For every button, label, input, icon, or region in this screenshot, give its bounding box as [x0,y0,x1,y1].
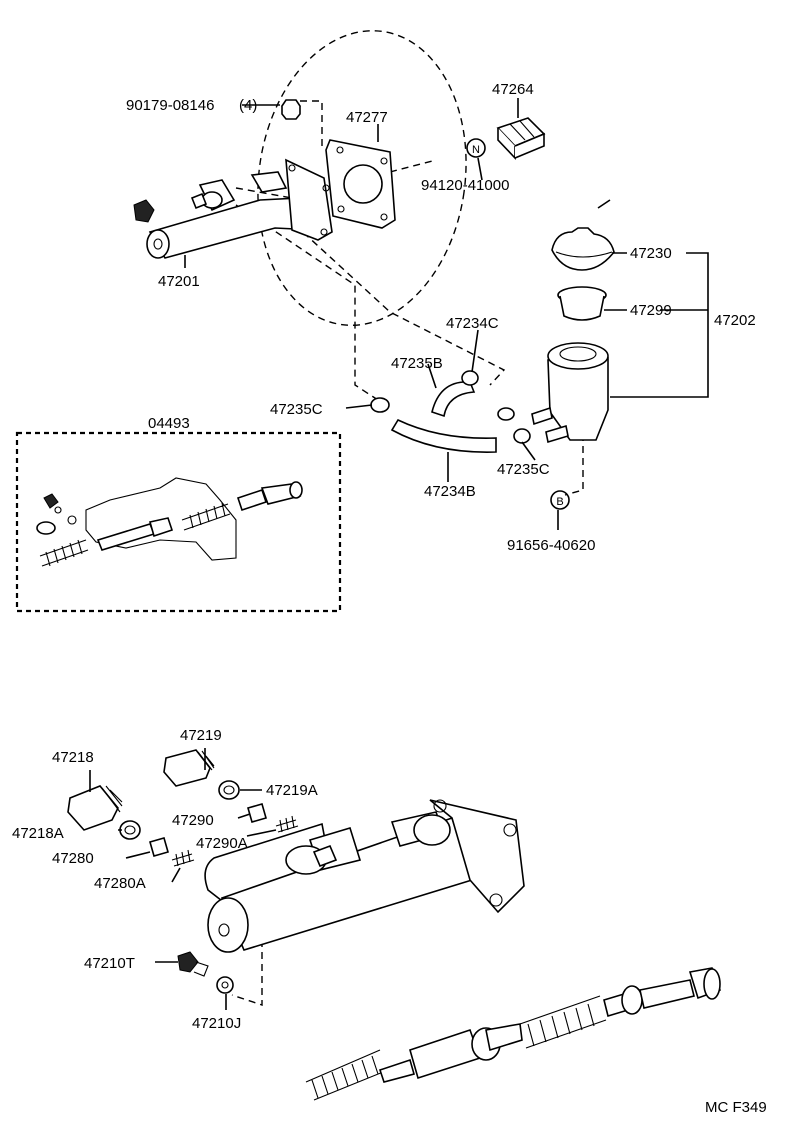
label-47201: 47201 [158,273,200,290]
label-47290A: 47290A [196,835,248,852]
figure-code: MC F349 [705,1099,767,1116]
label-90179-qty: (4) [239,97,257,114]
label-47235C-left: 47235C [270,401,323,418]
short-leaders [184,98,627,530]
label-47235C-right: 47235C [497,461,550,478]
washers [119,780,240,994]
clip-47264-part [496,117,546,161]
label-91656: 91656-40620 [507,537,595,554]
hose-47234B-part [390,418,497,453]
label-47210J: 47210J [192,1015,241,1032]
label-47210T: 47210T [84,955,135,972]
label-47218A: 47218A [12,825,64,842]
label-47234C: 47234C [446,315,499,332]
gasket-47277-part [325,139,396,229]
label-47277: 47277 [346,109,388,126]
label-47264: 47264 [492,81,534,98]
label-90179: 90179-08146 [126,97,214,114]
label-47218: 47218 [52,749,94,766]
master-cylinder-large-part [204,799,525,953]
n-symbol-circle [466,138,486,158]
screw-47210T-part [177,951,209,977]
label-47234B: 47234B [424,483,476,500]
bolt-90179-part [281,99,301,120]
n-symbol: N [472,144,480,156]
label-47202: 47202 [714,312,756,329]
fitting-47218-part [67,785,123,831]
group-bracket-47202 [610,252,709,398]
reservoir-tank-47202-part [531,342,609,444]
strainer-47299-part [557,286,607,321]
booster-outline [257,30,467,326]
label-94120: 94120-41000 [421,177,509,194]
hose-47235B-part [431,381,476,418]
fitting-47219-part [163,749,215,787]
label-47230: 47230 [630,245,672,262]
label-47280: 47280 [52,850,94,867]
label-47235B: 47235B [391,355,443,372]
small-springs [171,815,299,867]
check-valves [149,803,267,857]
label-47280A: 47280A [94,875,146,892]
leader-lines [231,100,584,1006]
label-47290: 47290 [172,812,214,829]
label-47219A: 47219A [266,782,318,799]
label-47299: 47299 [630,302,672,319]
label-47219: 47219 [180,727,222,744]
reservoir-cap-47230-part [551,227,615,271]
b-symbol: B [556,496,563,508]
master-cylinder-small-part [133,158,333,259]
label-04493: 04493 [148,415,190,432]
kit-04493-contents [36,477,303,567]
kit-04493-box [15,431,342,613]
piston-assembly-part [305,967,722,1101]
bottom-leaders [89,748,277,1010]
b-symbol-circle [550,490,570,510]
